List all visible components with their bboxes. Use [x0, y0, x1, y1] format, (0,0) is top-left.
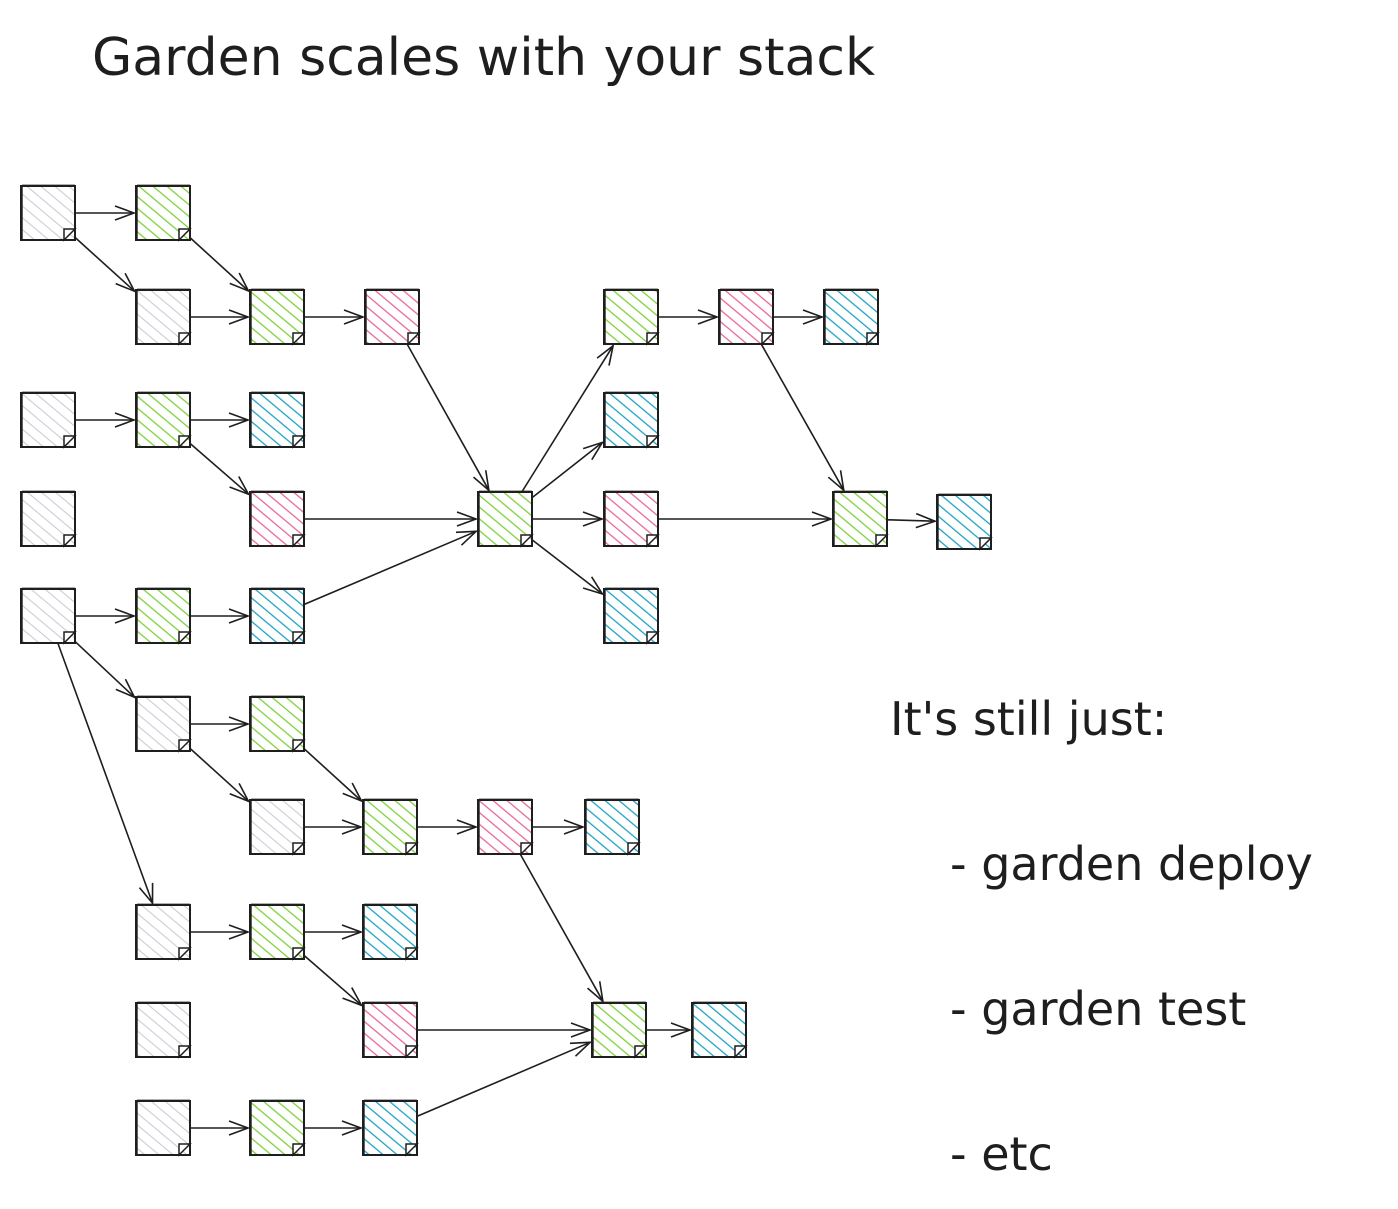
- node-d1-gray: [20, 587, 77, 645]
- node-h6-blue: [603, 587, 660, 645]
- node-a3-gray: [135, 288, 192, 346]
- node-h3-blue: [823, 288, 880, 346]
- edge-k1-to-k2: [886, 520, 935, 521]
- node-a5-pink: [364, 288, 421, 346]
- edge-a1-to-a3: [74, 236, 135, 291]
- node-a1-gray: [20, 184, 77, 242]
- edge-h2-to-k1: [760, 343, 844, 490]
- node-g1-gray: [135, 1001, 192, 1059]
- node-f4-pink: [362, 1001, 419, 1059]
- edge-b2-to-b4: [189, 442, 249, 494]
- edges-layer: [57, 213, 935, 1128]
- node-f3-blue: [362, 903, 419, 961]
- node-e6-blue: [584, 798, 641, 856]
- node-k2-blue: [936, 493, 993, 551]
- node-d3-blue: [249, 587, 306, 645]
- edge-f2-to-f4: [303, 954, 362, 1005]
- node-b2-green: [135, 391, 192, 449]
- node-h4-blue: [603, 391, 660, 449]
- edge-a2-to-a4: [189, 237, 249, 291]
- node-a4-green: [249, 288, 306, 346]
- edge-d3-to-hub: [303, 531, 476, 606]
- node-g4-blue: [362, 1099, 419, 1157]
- note-item-deploy: - garden deploy: [950, 837, 1313, 891]
- note-item-test: - garden test: [950, 982, 1246, 1036]
- edge-hub-to-h4: [531, 442, 602, 499]
- note-heading: It's still just:: [890, 692, 1167, 746]
- edge-d1-to-e1: [74, 640, 135, 697]
- node-g2-gray: [135, 1099, 192, 1157]
- node-h1-green: [603, 288, 660, 346]
- node-m2-blue: [691, 1001, 748, 1059]
- node-h5-pink: [603, 490, 660, 548]
- edge-hub-to-h1: [521, 346, 613, 493]
- edge-a5-to-hub: [406, 343, 489, 490]
- edge-d1-to-f1: [57, 642, 153, 903]
- node-h2-pink: [718, 288, 775, 346]
- node-e2-green: [249, 695, 306, 753]
- edge-hub-to-h6: [531, 539, 602, 594]
- node-e3-gray: [249, 798, 306, 856]
- node-g3-green: [249, 1099, 306, 1157]
- node-m1-green: [591, 1001, 648, 1059]
- nodes-layer: [20, 184, 993, 1157]
- node-a2-green: [135, 184, 192, 242]
- node-b4-pink: [249, 490, 306, 548]
- node-k1-green: [832, 490, 889, 548]
- diagram-title: Garden scales with your stack: [92, 28, 875, 88]
- node-e5-pink: [477, 798, 534, 856]
- node-b1-gray: [20, 391, 77, 449]
- node-e4-green: [362, 798, 419, 856]
- edge-g4-to-m1: [416, 1042, 590, 1118]
- edge-e1-to-e3: [189, 747, 249, 801]
- note-item-etc: - etc: [950, 1127, 1053, 1181]
- node-b3-blue: [249, 391, 306, 449]
- node-d2-green: [135, 587, 192, 645]
- edge-e2-to-e4: [303, 748, 362, 801]
- edge-e5-to-m1: [519, 853, 603, 1001]
- node-f2-green: [249, 903, 306, 961]
- node-e1-gray: [135, 695, 192, 753]
- node-c1-gray: [20, 490, 77, 548]
- node-hub-green: [477, 490, 534, 548]
- node-f1-gray: [135, 903, 192, 961]
